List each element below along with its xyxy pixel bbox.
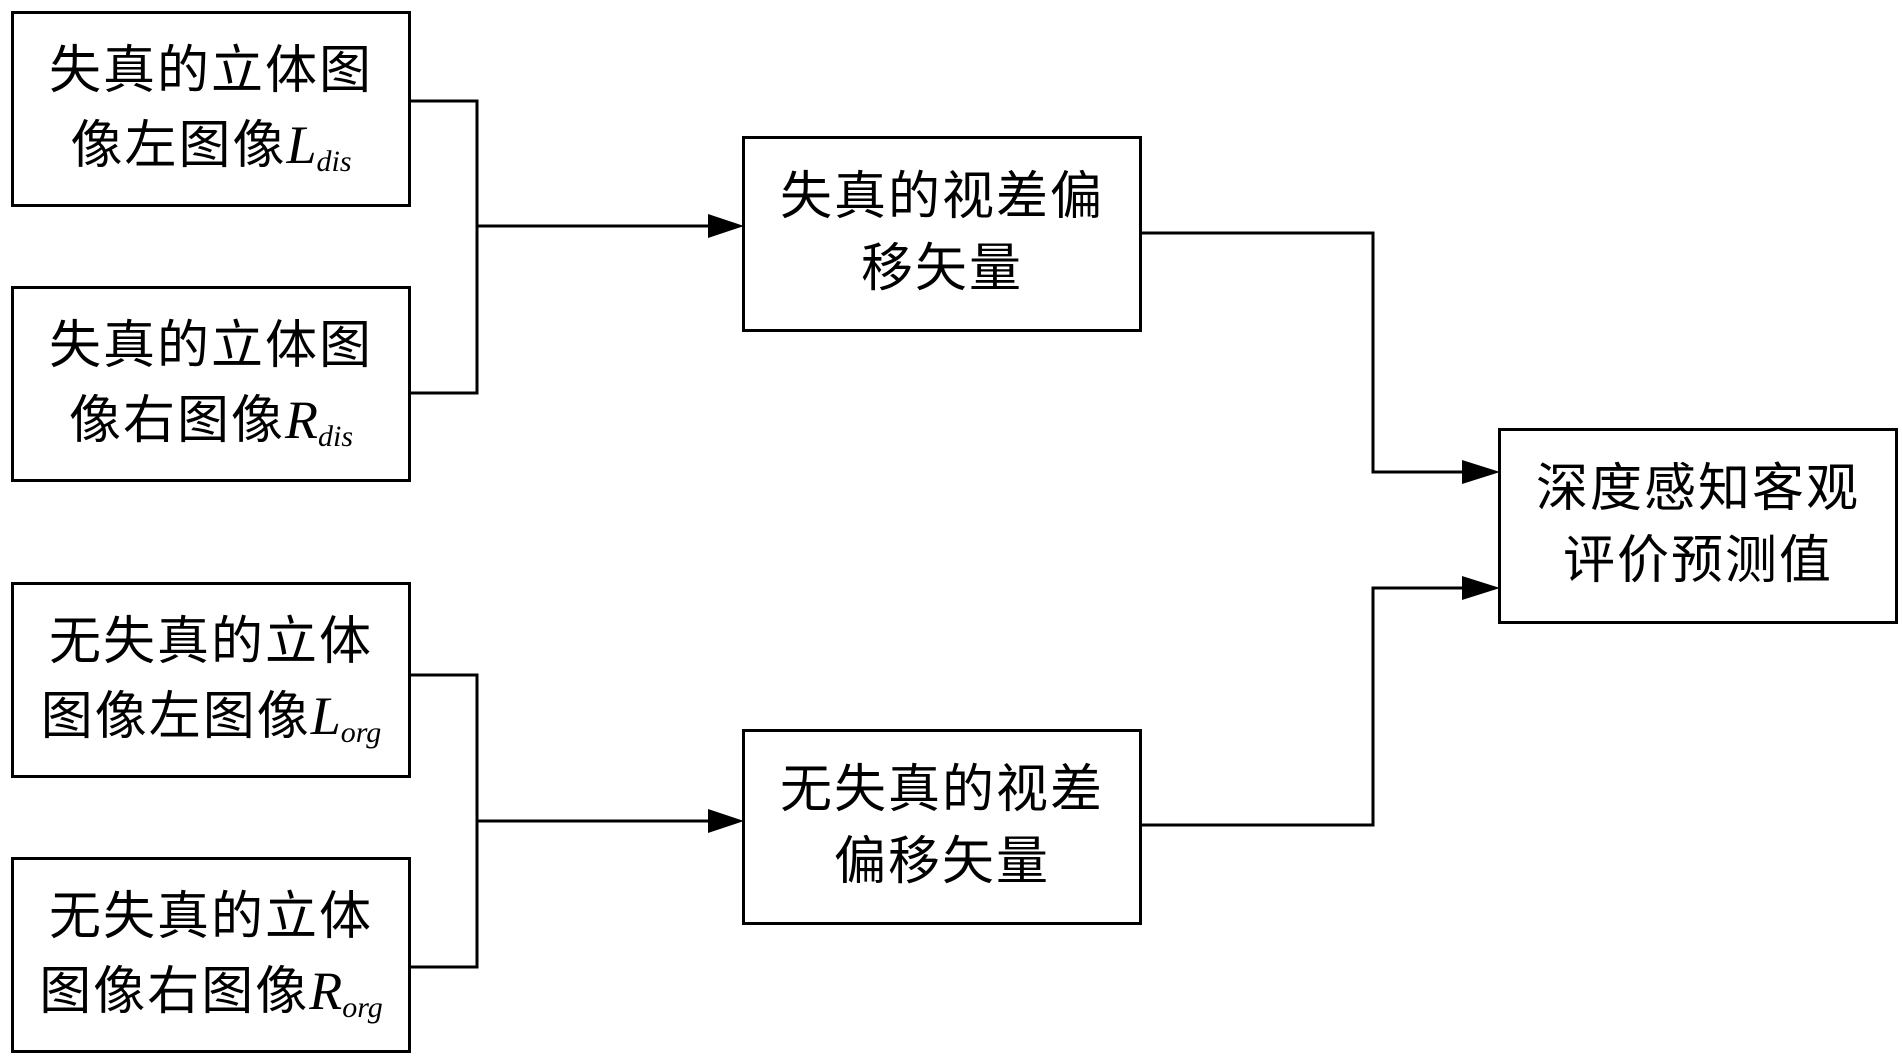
original-right-line2-text: 图像右图像 xyxy=(39,962,309,1022)
arrowhead-result-lower xyxy=(1462,576,1500,600)
original-right-symbol: R xyxy=(309,961,342,1021)
depth-perception-prediction-box: 深度感知客观 评价预测值 xyxy=(1498,428,1898,624)
original-disparity-vector-box: 无失真的视差 偏移矢量 xyxy=(742,729,1142,925)
distorted-disparity-line2: 移矢量 xyxy=(861,234,1023,306)
original-merge-bracket xyxy=(411,675,477,967)
arrowhead-distorted-disparity xyxy=(708,214,744,238)
distorted-right-symbol: R xyxy=(285,390,318,450)
distorted-left-image-box: 失真的立体图 像左图像Ldis xyxy=(11,11,411,207)
distorted-right-image-box: 失真的立体图 像右图像Rdis xyxy=(11,286,411,482)
original-disparity-line1: 无失真的视差 xyxy=(780,755,1104,827)
original-left-image-box: 无失真的立体 图像左图像Lorg xyxy=(11,582,411,778)
distorted-merge-bracket xyxy=(411,101,477,393)
original-right-image-box: 无失真的立体 图像右图像Rorg xyxy=(11,857,411,1053)
original-disparity-to-result-connector xyxy=(1142,588,1462,825)
original-left-symbol: L xyxy=(311,686,341,746)
distorted-disparity-line1: 失真的视差偏 xyxy=(780,162,1104,234)
original-left-subscript: org xyxy=(341,716,382,749)
result-line2: 评价预测值 xyxy=(1563,526,1833,598)
original-left-line1: 无失真的立体 xyxy=(49,607,373,679)
distorted-left-line2: 像左图像Ldis xyxy=(70,108,351,183)
result-line1: 深度感知客观 xyxy=(1536,454,1860,526)
distorted-left-line1: 失真的立体图 xyxy=(49,36,373,108)
distorted-right-line2: 像右图像Rdis xyxy=(69,383,353,458)
distorted-disparity-to-result-connector xyxy=(1142,233,1462,472)
arrowhead-result-upper xyxy=(1462,460,1500,484)
original-left-line2-text: 图像左图像 xyxy=(41,687,311,747)
original-right-subscript: org xyxy=(342,991,383,1024)
distorted-left-subscript: dis xyxy=(317,145,352,178)
distorted-right-line2-text: 像右图像 xyxy=(69,391,285,451)
original-right-line1: 无失真的立体 xyxy=(49,882,373,954)
original-right-line2: 图像右图像Rorg xyxy=(39,954,383,1029)
original-left-line2: 图像左图像Lorg xyxy=(41,679,382,754)
distorted-left-line2-text: 像左图像 xyxy=(70,116,286,176)
original-disparity-line2: 偏移矢量 xyxy=(834,827,1050,899)
distorted-disparity-vector-box: 失真的视差偏 移矢量 xyxy=(742,136,1142,332)
distorted-right-line1: 失真的立体图 xyxy=(49,311,373,383)
distorted-right-subscript: dis xyxy=(318,420,353,453)
arrowhead-original-disparity xyxy=(708,809,744,833)
distorted-left-symbol: L xyxy=(286,115,316,175)
